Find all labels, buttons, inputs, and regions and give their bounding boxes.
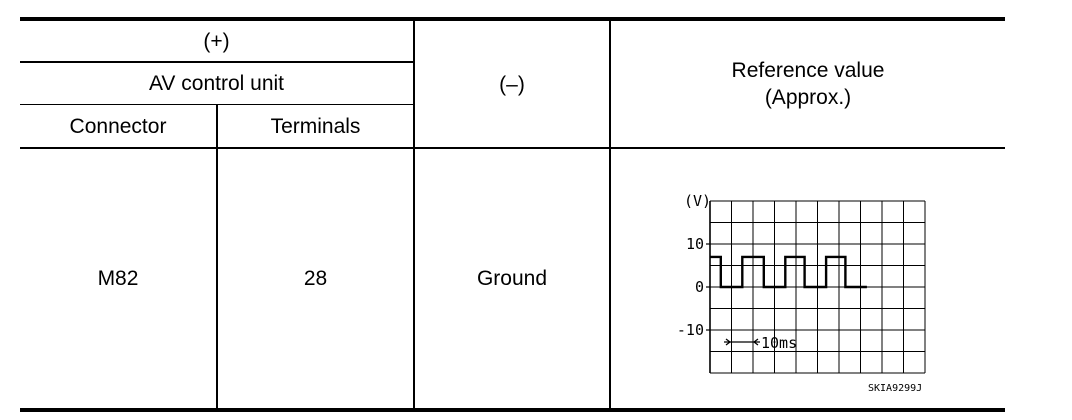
minus-value: Ground (476, 267, 548, 290)
y-unit-label: (V) (684, 192, 711, 210)
waveform-chart: (V) 10 0 -10 10ms SKIA9299J (677, 192, 926, 394)
terminals-header: Terminals (270, 114, 361, 138)
y-tick-label: 0 (695, 278, 704, 296)
y-tick-label: 10 (686, 235, 704, 253)
header-divider-plus (20, 61, 413, 63)
minus-header: (–) (499, 72, 525, 96)
time-scale-indicator (724, 338, 760, 346)
header-bottom-border (20, 147, 1005, 149)
reference-approx-label: (Approx.) (764, 86, 852, 109)
figure-code: SKIA9299J (868, 383, 922, 394)
column-divider-connector (216, 104, 218, 410)
table-top-border (20, 17, 1005, 21)
av-control-unit-header: AV control unit (148, 72, 284, 95)
plus-header: (+) (203, 29, 230, 53)
reference-value-header: Reference value (Approx.) (611, 21, 1005, 147)
reference-value-label: Reference value (731, 59, 885, 82)
time-scale-label: 10ms (761, 334, 797, 352)
y-tick-label: -10 (677, 321, 704, 339)
column-divider-minus (609, 19, 611, 410)
table-bottom-border (20, 408, 1005, 412)
waveform-series-line (710, 255, 867, 289)
connector-header: Connector (69, 114, 167, 138)
waveform-grid (709, 200, 926, 374)
terminal-value: 28 (303, 267, 328, 290)
column-divider-plus (413, 19, 415, 410)
connector-value: M82 (97, 267, 139, 290)
y-tick-labels: 10 0 -10 (677, 235, 710, 339)
